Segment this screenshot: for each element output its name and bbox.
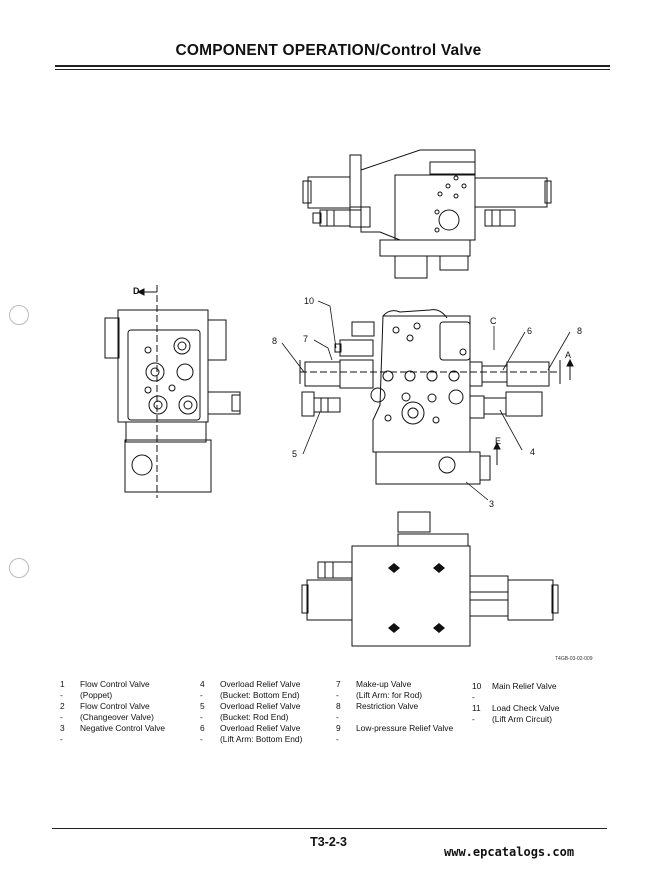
callout-7: 7 [303,334,309,344]
callout-4: 4 [530,447,536,457]
title-rule-thin [55,69,610,70]
callout-10: 10 [304,296,315,306]
page-title: COMPONENT OPERATION/Control Valve [175,42,482,59]
callout-3: 3 [489,499,495,509]
callout-E: E [495,436,502,446]
footer-rule [52,828,607,829]
binder-hole-bottom [9,558,29,578]
page-number: T3-2-3 [310,835,347,849]
top-view [302,149,552,279]
callout-D: D [133,286,140,296]
callout-C: C [490,316,497,326]
callout-5: 5 [292,449,298,459]
callout-8-left: 8 [272,336,278,346]
callout-A: A [565,350,572,360]
leader-lines [281,300,571,501]
bottom-view [301,511,559,647]
front-view [299,309,574,485]
watermark-link[interactable]: www.epcatalogs.com [444,845,575,859]
title-rule [55,65,610,67]
callout-8-right: 8 [577,326,583,336]
side-view [104,285,241,498]
callout-6: 6 [527,326,533,336]
binder-hole-top [9,305,29,325]
figure-id: T4GB-03-02-009 [555,656,593,662]
